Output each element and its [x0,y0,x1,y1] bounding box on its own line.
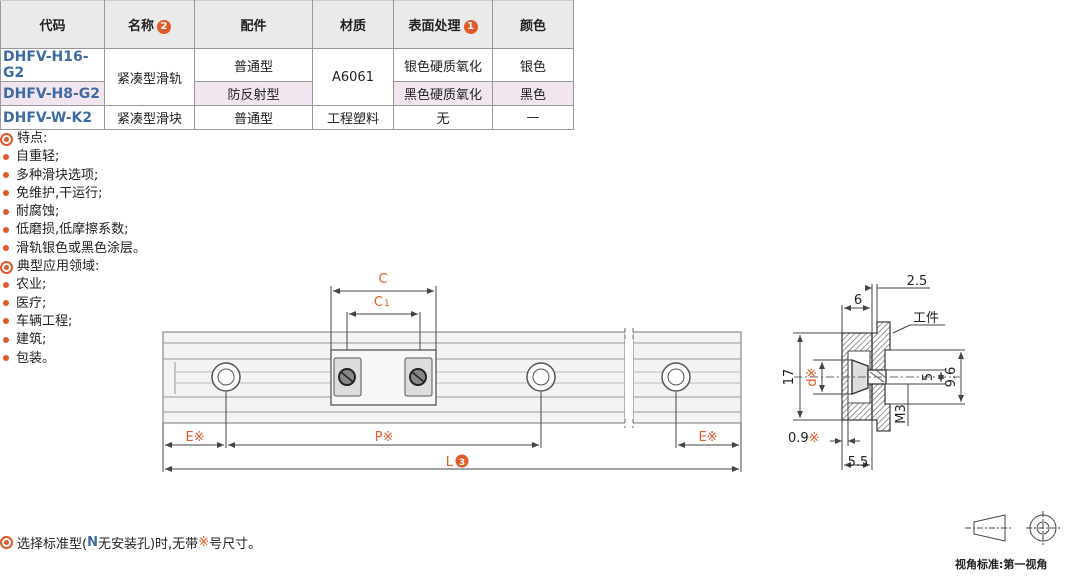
mounting-holes [211,362,691,392]
bullet-dot-icon [3,318,9,325]
bullet-dot-icon [3,281,9,288]
cell-name: 紧凑型滑块 [104,105,195,130]
cell-color: 黑色 [492,81,574,106]
list-item: 低磨损,低摩擦系数; [0,221,146,239]
list-item: 车辆工程; [0,313,146,331]
features-heading: 特点: [0,130,146,148]
badge-3: 3 [459,458,465,468]
bullet-dot-icon [3,355,9,362]
dim-5-label: 5 [921,373,936,381]
dim-c-label: C [378,272,387,287]
list-item: 医疗; [0,295,146,313]
rail-section-view [794,321,960,432]
table-row: DHFV-H8-G2 防反射型 黑色硬质氧化 黑色 [0,81,574,106]
slider-block [330,349,437,406]
workpiece-label: 工件 [913,311,939,326]
header-parts: 配件 [194,0,313,49]
badge-1: 1 [463,20,478,34]
cell-surface: 无 [393,105,493,130]
dim-0-9-label: 0.9※ [788,431,820,446]
bullet-ring-icon [0,536,13,549]
applications-heading: 典型应用领域: [0,258,146,276]
dim-d-label: d※ [805,367,820,386]
rail-front-view [162,326,742,429]
table-row: DHFV-W-K2 紧凑型滑块 普通型 工程塑料 无 — [0,105,574,130]
bullet-dot-icon [3,208,9,215]
dim-c1-label: C [374,295,383,310]
list-item: 多种滑块选项; [0,167,146,185]
dim-l-label: L [446,455,454,470]
first-angle-projection-icon [965,511,1060,545]
bullet-dot-icon [3,226,9,233]
list-item: 自重轻; [0,148,146,166]
header-color: 颜色 [492,0,574,49]
cell-color: — [492,105,574,130]
dimension-e-p-l [162,392,742,472]
list-item: 耐腐蚀; [0,203,146,221]
bullet-dot-icon [3,245,9,252]
dim-m3-label: M3 [894,404,909,424]
dim-2-5-label: 2.5 [907,274,928,289]
dim-e-right-label: E※ [698,430,717,445]
bullet-ring-icon [0,260,13,274]
cell-code: DHFV-H16-G2 [0,48,105,82]
features-section: 特点: 自重轻; 多种滑块选项; 免维护,干运行; 耐腐蚀; 低磨损,低摩擦系数… [0,130,146,368]
list-item: 包装。 [0,350,146,368]
dimension-c [330,286,437,350]
bullet-dot-icon [3,336,9,343]
cell-part: 普通型 [194,105,313,130]
list-item: 滑轨银色或黑色涂层。 [0,240,146,258]
badge-2: 2 [157,20,171,34]
list-item: 免维护,干运行; [0,185,146,203]
cell-material: A6061 [312,48,394,106]
dim-17-label: 17 [782,369,797,386]
cell-surface: 黑色硬质氧化 [393,81,493,106]
section-dimensions [793,284,965,470]
header-code: 代码 [0,0,105,49]
view-standard-label: 视角标准:第一视角 [955,558,1048,571]
dim-9-6-label: 9.6 [944,367,959,388]
cell-material: 工程塑料 [312,105,394,130]
list-item: 建筑; [0,331,146,349]
cell-name: 紧凑型滑轨 [104,48,195,106]
bullet-dot-icon [3,190,9,197]
dim-e-left-label: E※ [185,430,204,445]
bullet-dot-icon [3,172,9,179]
list-item: 农业; [0,276,146,294]
bullet-dot-icon [3,300,9,307]
dim-5-5-label: 5.5 [848,455,869,470]
cell-color: 银色 [492,48,574,82]
header-material: 材质 [312,0,394,49]
dim-c1-subscript: 1 [384,299,390,309]
cell-code: DHFV-H8-G2 [0,81,105,106]
badge-3-icon [455,454,469,468]
bullet-ring-icon [0,132,13,146]
table-row: DHFV-H16-G2 紧凑型滑轨 普通型 A6061 银色硬质氧化 银色 [0,48,574,106]
dim-p-label: P※ [375,430,394,445]
cell-code: DHFV-W-K2 [0,105,105,130]
dim-6-label: 6 [854,293,862,308]
bullet-dot-icon [3,153,9,160]
